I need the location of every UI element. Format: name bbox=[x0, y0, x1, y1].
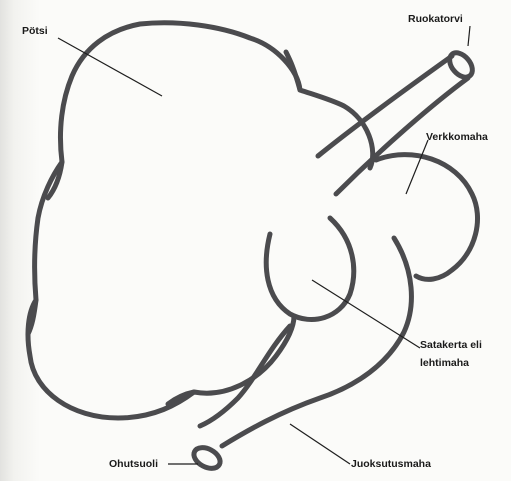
abomasum-outer bbox=[222, 238, 411, 446]
small-intestine-opening bbox=[190, 443, 223, 472]
rumen-outline bbox=[28, 23, 373, 418]
leader-juoksutusmaha bbox=[290, 424, 350, 464]
label-ohutsuoli: Ohutsuoli bbox=[109, 458, 158, 470]
label-satakerta-line2: lehtimaha bbox=[420, 354, 482, 372]
label-verkkomaha: Verkkomaha bbox=[426, 131, 488, 143]
omasum-outline bbox=[266, 218, 353, 320]
leader-ruokatorvi bbox=[468, 26, 470, 46]
label-ruokatorvi: Ruokatorvi bbox=[408, 13, 463, 25]
leader-verkkomaha bbox=[406, 140, 428, 194]
label-juoksutusmaha: Juoksutusmaha bbox=[351, 458, 431, 470]
label-satakerta-line1: Satakerta eli bbox=[420, 336, 482, 354]
label-satakerta: Satakerta eli lehtimaha bbox=[420, 336, 482, 372]
label-potsi: Pötsi bbox=[22, 25, 48, 37]
reticulum-outline bbox=[376, 155, 478, 280]
rumen-fold-upper bbox=[286, 52, 300, 90]
esophagus-opening bbox=[445, 48, 477, 81]
abomasum-inner bbox=[200, 326, 290, 426]
